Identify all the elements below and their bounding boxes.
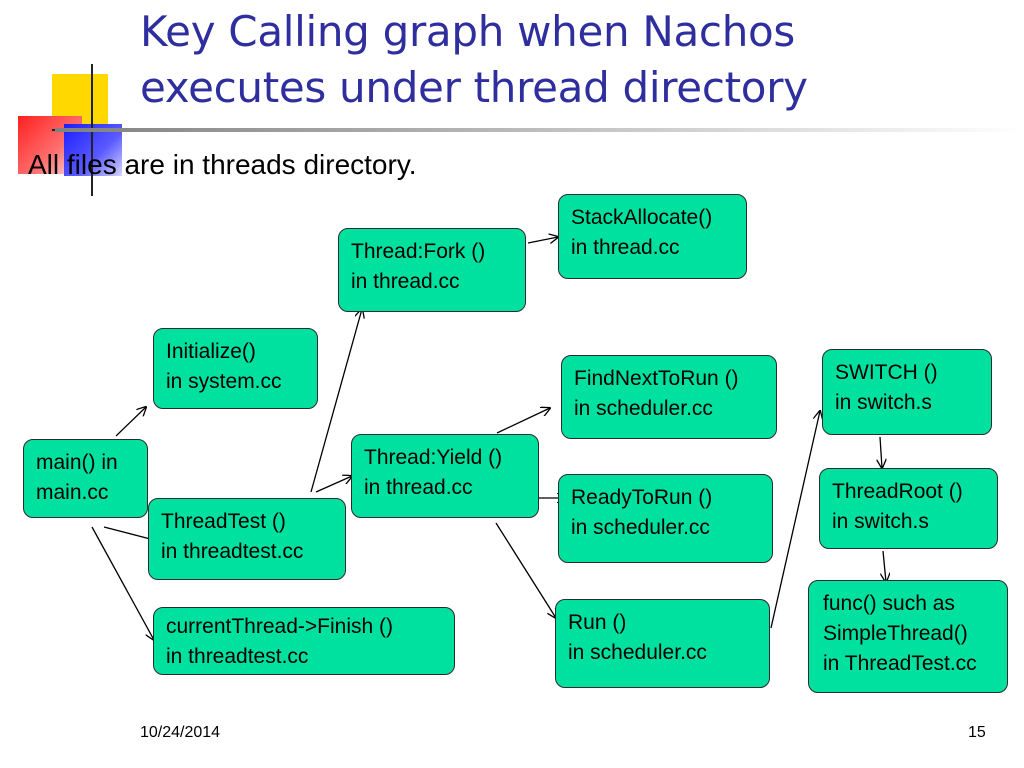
node-func[interactable]: func() such as SimpleThread() in ThreadT… [808,580,1008,693]
edge-yield-findnext [496,408,550,434]
edge-switch-threadroot [880,436,882,468]
node-initialize[interactable]: Initialize() in system.cc [153,328,318,409]
node-switch[interactable]: SWITCH () in switch.s [822,349,992,435]
title-line-2: executes under thread directory [140,63,808,112]
node-main-line2: main.cc [36,481,109,504]
edge-yield-run [495,522,556,618]
node-finish[interactable]: currentThread->Finish () in threadtest.c… [153,607,455,675]
node-run-line1: Run () [568,611,627,634]
node-fork-line2: in thread.cc [351,270,460,293]
edge-run-switch [770,411,820,629]
edge-threadtest-yield [315,476,352,493]
node-finish-line1: currentThread->Finish () [166,615,393,638]
footer-date: 10/24/2014 [140,724,221,741]
node-stackallocate-line1: StackAllocate() [571,206,713,229]
node-initialize-line2: in system.cc [166,370,282,393]
node-yield[interactable]: Thread:Yield () in thread.cc [351,434,539,518]
footer-page-number: 15 [968,724,986,741]
node-run[interactable]: Run () in scheduler.cc [555,599,770,688]
bullet-text: All files are in threads directory. [28,149,417,180]
node-stackallocate-line2: in thread.cc [571,236,680,259]
node-fork[interactable]: Thread:Fork () in thread.cc [338,228,526,312]
node-initialize-line1: Initialize() [166,340,256,363]
edge-threadroot-func [883,550,886,582]
node-finish-line2: in threadtest.cc [166,645,309,668]
node-threadtest-line1: ThreadTest () [161,510,286,533]
node-yield-line2: in thread.cc [364,476,473,499]
node-threadroot-line2: in switch.s [832,510,929,533]
node-readytorun-line2: in scheduler.cc [571,516,710,539]
node-switch-line2: in switch.s [835,391,932,414]
slide-title: Key Calling graph when Nachos executes u… [140,4,1010,116]
node-readytorun[interactable]: ReadyToRun () in scheduler.cc [558,474,773,563]
node-run-line2: in scheduler.cc [568,641,707,664]
node-main[interactable]: main() in main.cc [23,439,148,518]
node-func-line2: SimpleThread() [823,622,968,645]
node-findnext[interactable]: FindNextToRun () in scheduler.cc [561,355,777,439]
node-threadroot[interactable]: ThreadRoot () in switch.s [819,468,998,549]
node-threadroot-line1: ThreadRoot () [832,480,963,503]
node-findnext-line1: FindNextToRun () [574,367,739,390]
edge-main-finish [91,526,154,640]
node-fork-line1: Thread:Fork () [351,240,486,263]
node-threadtest-line2: in threadtest.cc [161,540,304,563]
node-func-line3: in ThreadTest.cc [823,652,977,675]
title-line-1: Key Calling graph when Nachos [140,7,796,56]
node-main-line1: main() in [36,451,118,474]
edge-main-initialize [115,407,146,437]
node-stackallocate[interactable]: StackAllocate() in thread.cc [558,194,747,279]
title-rule [55,128,1024,132]
node-threadtest[interactable]: ThreadTest () in threadtest.cc [148,498,346,580]
edge-threadtest-fork [310,309,362,493]
node-findnext-line2: in scheduler.cc [574,397,713,420]
node-yield-line1: Thread:Yield () [364,446,503,469]
node-switch-line1: SWITCH () [835,361,938,384]
decor-blue-square [64,124,122,176]
edge-fork-stackallocate [527,237,558,243]
node-readytorun-line1: ReadyToRun () [571,486,713,509]
node-func-line1: func() such as [823,592,955,615]
